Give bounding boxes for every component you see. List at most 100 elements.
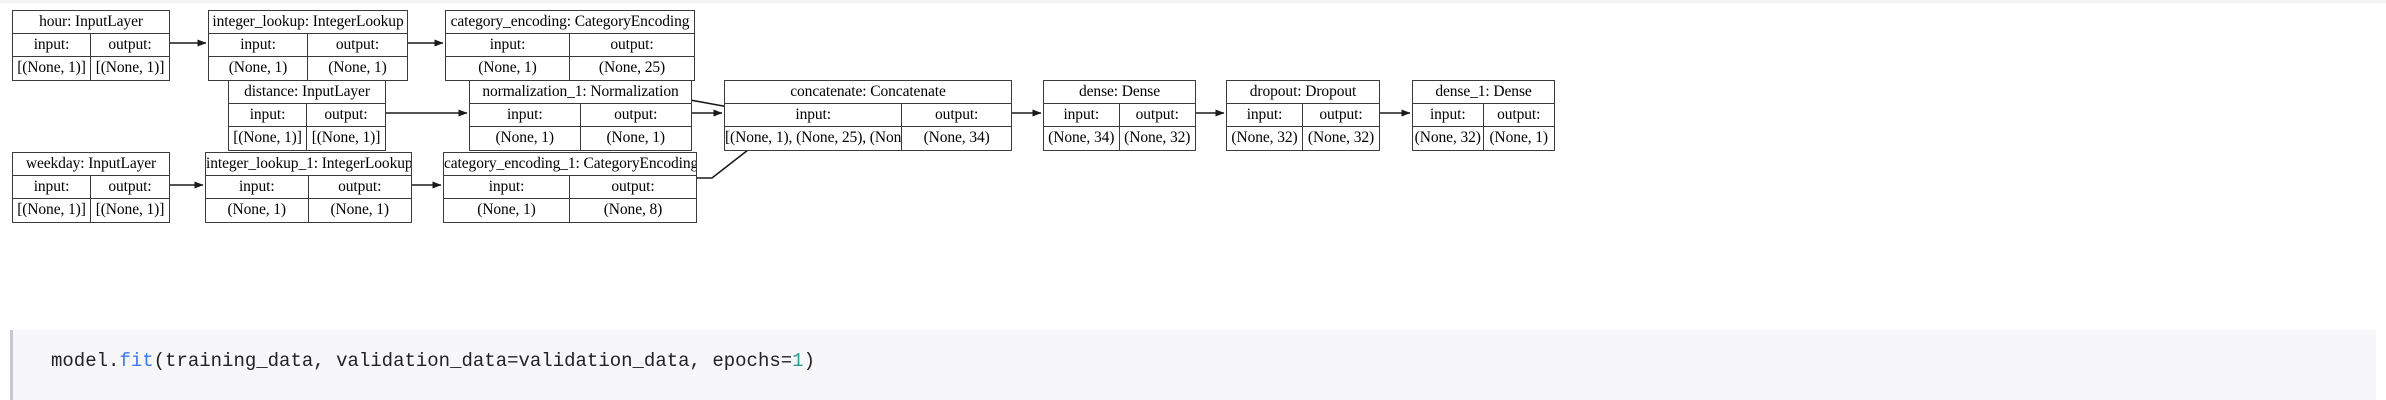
node-io-header-row: input: output: <box>1044 104 1195 127</box>
input-shape: [(None, 1)] <box>229 127 307 150</box>
output-shape: (None, 25) <box>598 59 666 76</box>
input-label: input: <box>446 34 570 56</box>
input-label: input: <box>229 104 307 126</box>
input-label: input: <box>444 176 570 198</box>
node-io-header-row: input: output: <box>446 34 694 57</box>
node-shape-row: [(None, 1), (None, 25), (None, 8)] (None… <box>725 127 1011 150</box>
node-title: dense_1: Dense <box>1413 81 1554 104</box>
node-io-header-row: input: output: <box>13 176 169 199</box>
node-title: distance: InputLayer <box>229 81 385 104</box>
code-token: (training_data, validation_data=validati… <box>153 350 793 372</box>
output-label: output: <box>335 36 380 53</box>
code-token: fit <box>119 350 154 372</box>
output-label: output: <box>614 106 658 123</box>
output-shape: (None, 1) <box>328 59 387 76</box>
output-label: output: <box>935 106 979 123</box>
node-title: concatenate: Concatenate <box>725 81 1011 104</box>
output-label: output: <box>108 178 152 195</box>
node-integer-lookup-1[interactable]: integer_lookup_1: IntegerLookup input: o… <box>205 152 412 223</box>
node-title: dense: Dense <box>1044 81 1195 104</box>
input-shape: [(None, 1), (None, 25), (None, 8)] <box>725 127 903 150</box>
input-shape: (None, 1) <box>446 57 570 80</box>
input-label: input: <box>13 176 91 198</box>
node-io-header-row: input: output: <box>470 104 691 127</box>
node-category-encoding-1[interactable]: category_encoding_1: CategoryEncoding in… <box>443 152 697 223</box>
node-shape-row: (None, 1) (None, 1) <box>206 199 411 222</box>
output-label: output: <box>324 106 368 123</box>
output-shape: [(None, 1)] <box>95 201 165 218</box>
node-io-header-row: input: output: <box>209 34 407 57</box>
output-label: output: <box>338 178 382 195</box>
output-label: output: <box>1135 106 1179 123</box>
output-shape: (None, 1) <box>1489 129 1549 146</box>
node-dropout[interactable]: dropout: Dropout input: output: (None, 3… <box>1226 80 1380 151</box>
node-io-header-row: input: output: <box>1413 104 1554 127</box>
node-shape-row: (None, 32) (None, 1) <box>1413 127 1554 150</box>
node-dense[interactable]: dense: Dense input: output: (None, 34) (… <box>1043 80 1196 151</box>
input-label: input: <box>209 34 308 56</box>
input-label: input: <box>13 34 91 56</box>
input-shape: (None, 1) <box>444 199 570 222</box>
node-shape-row: [(None, 1)] [(None, 1)] <box>13 199 169 222</box>
output-label: output: <box>1319 106 1363 123</box>
node-title: integer_lookup_1: IntegerLookup <box>206 153 411 176</box>
node-weekday[interactable]: weekday: InputLayer input: output: [(Non… <box>12 152 170 223</box>
output-shape: [(None, 1)] <box>95 59 165 76</box>
code-cell[interactable]: model.fit(training_data, validation_data… <box>10 330 2376 400</box>
node-shape-row: [(None, 1)] [(None, 1)] <box>229 127 385 150</box>
node-normalization-1[interactable]: normalization_1: Normalization input: ou… <box>469 80 692 151</box>
code-token: ) <box>803 350 815 372</box>
input-shape: (None, 1) <box>206 199 309 222</box>
node-title: category_encoding: CategoryEncoding <box>446 11 694 34</box>
output-shape: (None, 34) <box>923 129 990 146</box>
node-hour[interactable]: hour: InputLayer input: output: [(None, … <box>12 10 170 81</box>
output-label: output: <box>108 36 152 53</box>
output-shape: (None, 32) <box>1307 129 1375 146</box>
code-line: model.fit(training_data, validation_data… <box>51 348 815 374</box>
node-title: integer_lookup: IntegerLookup <box>209 11 407 34</box>
output-shape: (None, 32) <box>1124 129 1191 146</box>
output-shape: (None, 8) <box>603 201 663 218</box>
node-shape-row: (None, 1) (None, 25) <box>446 57 694 80</box>
input-shape: (None, 34) <box>1044 127 1120 150</box>
node-category-encoding[interactable]: category_encoding: CategoryEncoding inpu… <box>445 10 695 81</box>
node-io-header-row: input: output: <box>725 104 1011 127</box>
node-io-header-row: input: output: <box>13 34 169 57</box>
input-shape: (None, 1) <box>209 57 308 80</box>
output-shape: (None, 1) <box>606 129 666 146</box>
node-shape-row: (None, 1) (None, 8) <box>444 199 696 222</box>
input-label: input: <box>1413 104 1484 126</box>
node-dense-1[interactable]: dense_1: Dense input: output: (None, 32)… <box>1412 80 1555 151</box>
node-title: normalization_1: Normalization <box>470 81 691 104</box>
node-shape-row: (None, 1) (None, 1) <box>470 127 691 150</box>
node-title: weekday: InputLayer <box>13 153 169 176</box>
node-io-header-row: input: output: <box>206 176 411 199</box>
code-token: model. <box>51 350 120 372</box>
input-shape: (None, 1) <box>470 127 581 150</box>
node-io-header-row: input: output: <box>229 104 385 127</box>
node-io-header-row: input: output: <box>1227 104 1379 127</box>
input-label: input: <box>1227 104 1303 126</box>
top-edge-strip <box>0 0 2386 3</box>
node-shape-row: [(None, 1)] [(None, 1)] <box>13 57 169 80</box>
node-shape-row: (None, 1) (None, 1) <box>209 57 407 80</box>
input-label: input: <box>470 104 581 126</box>
node-shape-row: (None, 34) (None, 32) <box>1044 127 1195 150</box>
node-integer-lookup[interactable]: integer_lookup: IntegerLookup input: out… <box>208 10 408 81</box>
node-concatenate[interactable]: concatenate: Concatenate input: output: … <box>724 80 1012 151</box>
input-shape: (None, 32) <box>1227 127 1303 150</box>
input-shape: [(None, 1)] <box>13 199 91 222</box>
node-io-header-row: input: output: <box>444 176 696 199</box>
input-label: input: <box>206 176 309 198</box>
input-label: input: <box>725 104 903 126</box>
code-token: 1 <box>792 350 804 372</box>
output-label: output: <box>1497 106 1541 123</box>
output-label: output: <box>611 178 655 195</box>
node-distance[interactable]: distance: InputLayer input: output: [(No… <box>228 80 386 151</box>
node-title: category_encoding_1: CategoryEncoding <box>444 153 696 176</box>
output-shape: [(None, 1)] <box>311 129 381 146</box>
node-title: hour: InputLayer <box>13 11 169 34</box>
node-shape-row: (None, 32) (None, 32) <box>1227 127 1379 150</box>
input-shape: (None, 32) <box>1413 127 1484 150</box>
